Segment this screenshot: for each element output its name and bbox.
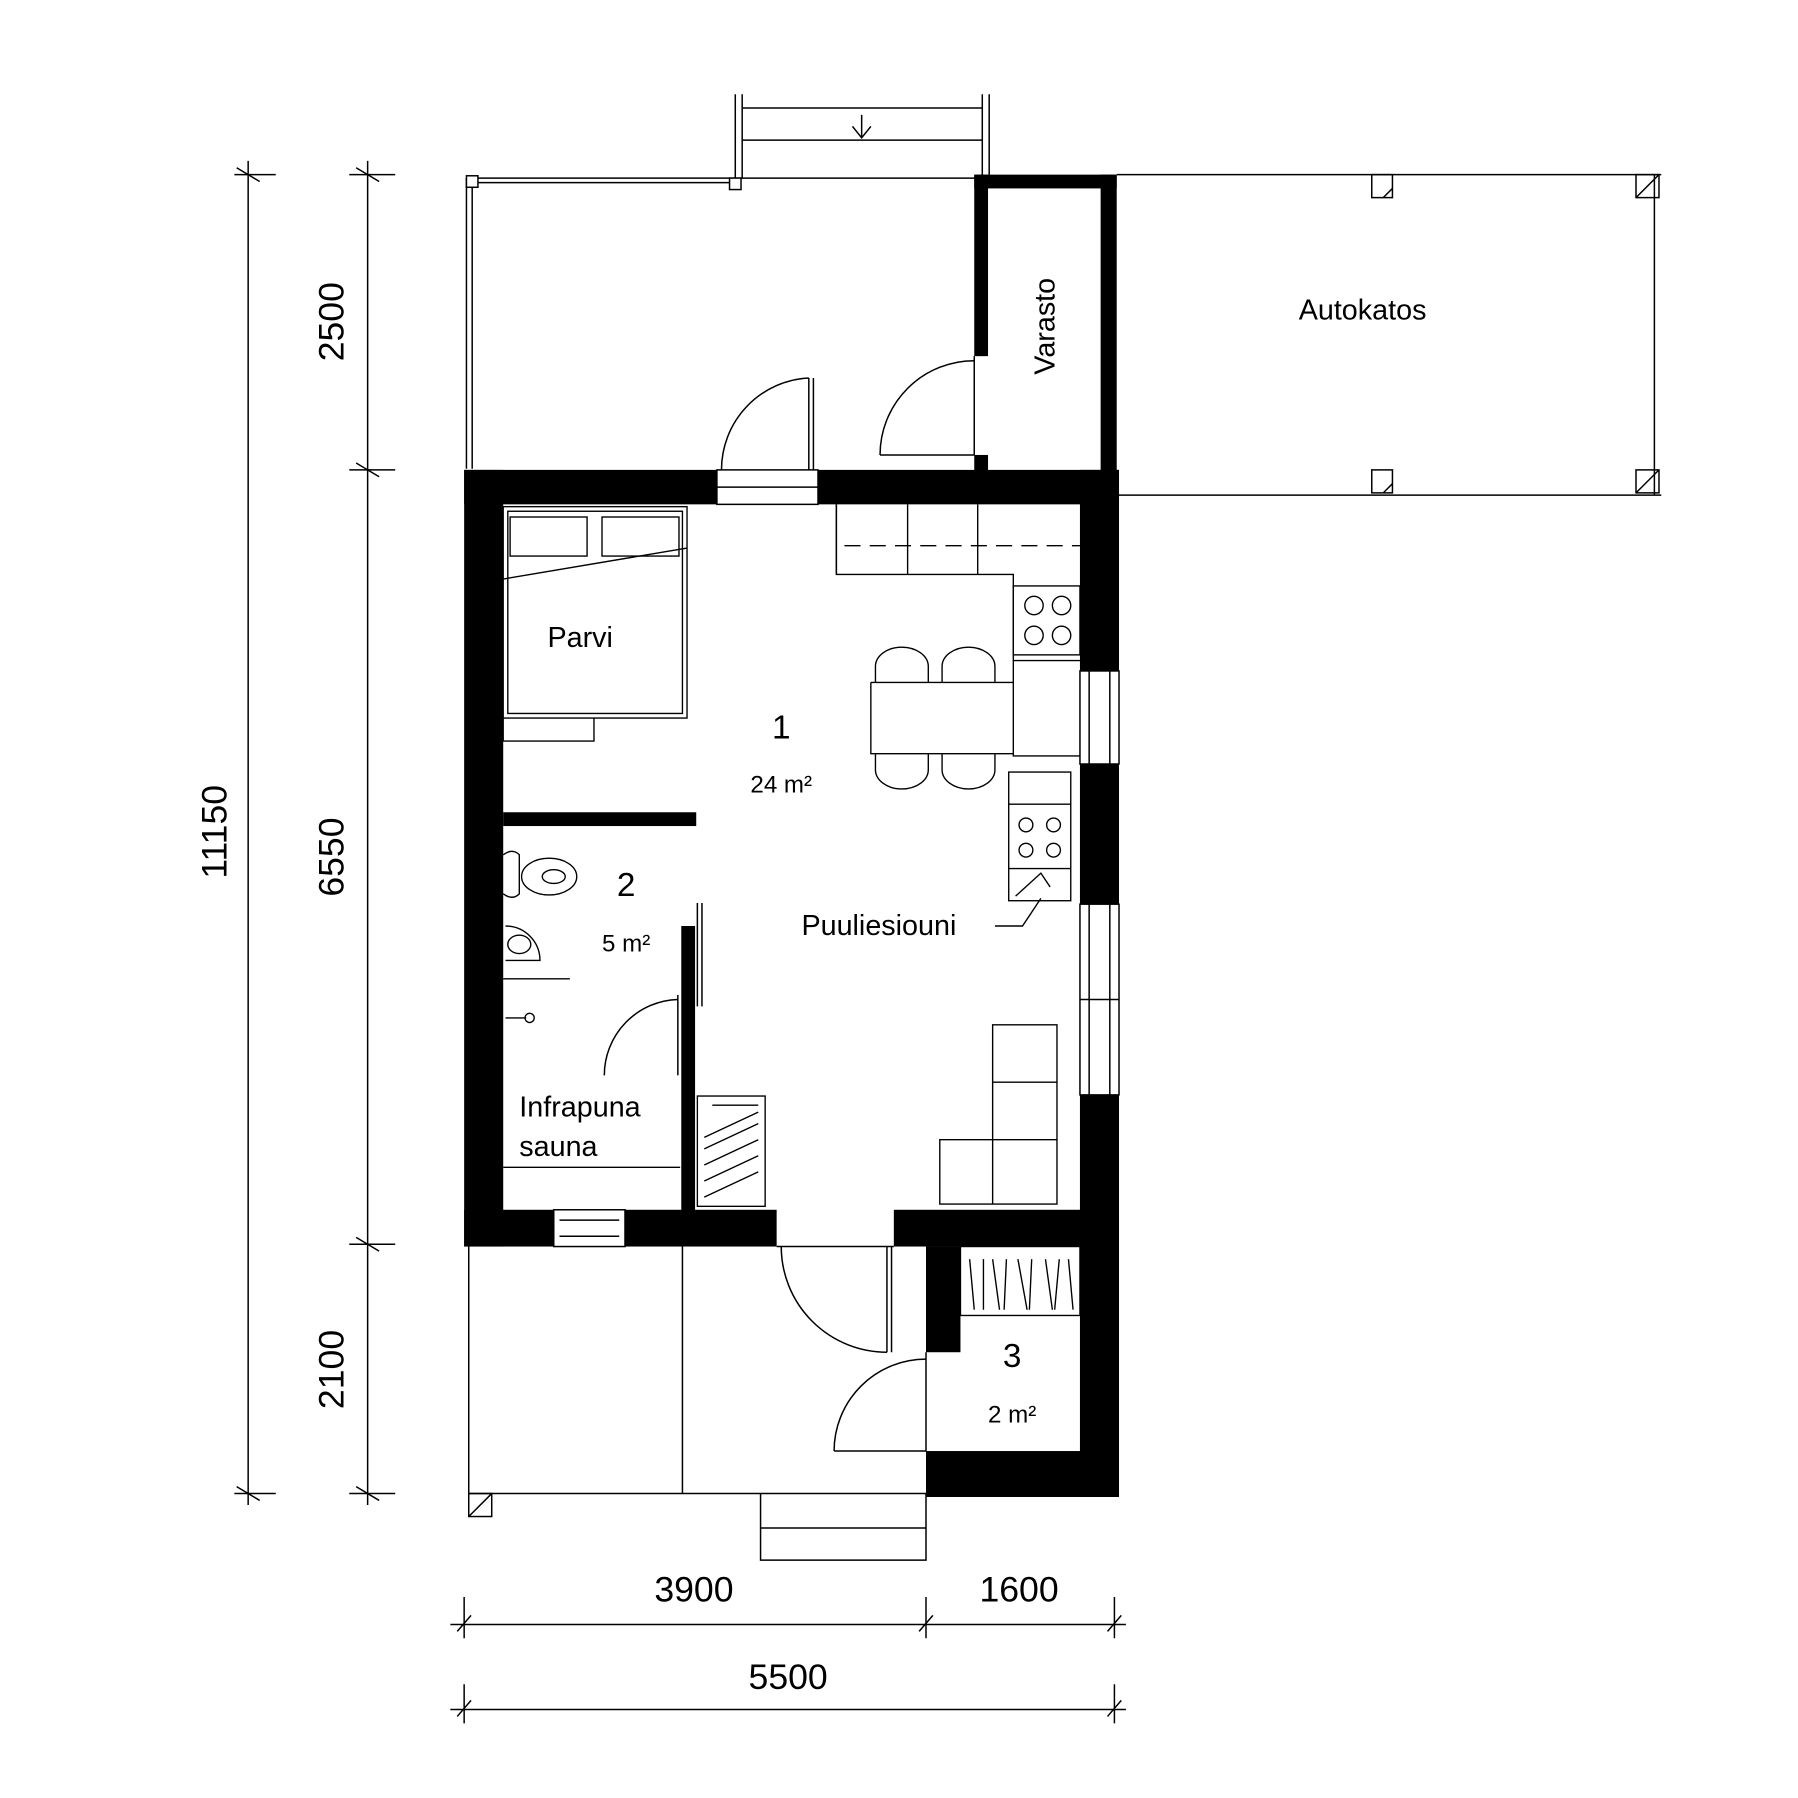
dimension-left-middle: 6550 <box>312 817 352 896</box>
room-1-number: 1 <box>772 710 791 747</box>
dimension-bottom-right: 1600 <box>979 1570 1058 1610</box>
walls <box>464 174 1120 1497</box>
dimension-lines <box>234 160 1126 1724</box>
parvi-label: Parvi <box>547 622 612 654</box>
autokatos-label: Autokatos <box>1299 294 1427 326</box>
dimension-bottom-left: 3900 <box>654 1570 733 1610</box>
stove-label: Puuliesiouni <box>801 910 956 942</box>
openings <box>553 356 1120 1452</box>
dimension-bottom-total: 5500 <box>749 1657 828 1697</box>
dimension-left-bottom: 2100 <box>312 1330 352 1409</box>
room-3-area: 2 m² <box>988 1401 1036 1428</box>
dimension-left-top: 2500 <box>312 282 352 361</box>
sauna-label-line2: sauna <box>519 1131 597 1163</box>
room-1-area: 24 m² <box>750 772 812 799</box>
outlines <box>465 94 1662 1561</box>
dimension-left-total: 11150 <box>194 785 234 879</box>
varasto-label: Varasto <box>1030 278 1062 375</box>
room-2-number: 2 <box>617 867 636 904</box>
sauna-label-line1: Infrapuna <box>519 1092 640 1124</box>
room-2-area: 5 m² <box>602 930 650 957</box>
dimension-labels: 11150 2500 6550 2100 3900 1600 5500 <box>194 282 1058 1697</box>
furniture <box>502 504 1081 1317</box>
room-labels: Autokatos Varasto Parvi 1 24 m² 2 5 m² P… <box>519 278 1426 1428</box>
room-3-number: 3 <box>1003 1338 1022 1375</box>
